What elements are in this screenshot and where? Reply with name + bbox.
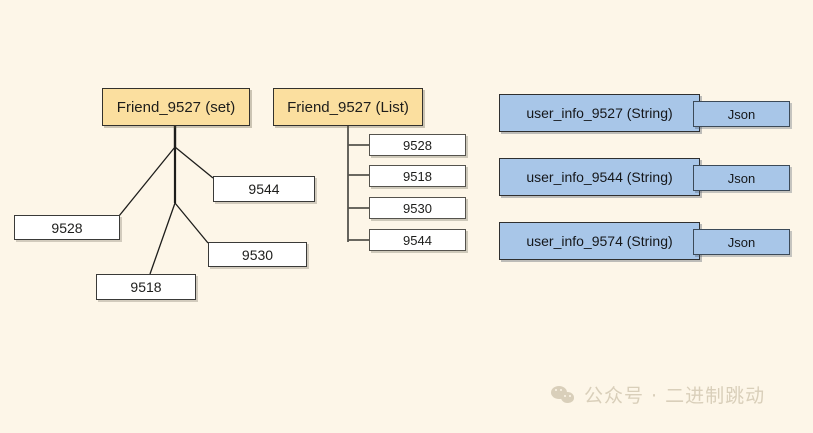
edge-set-to-9528	[118, 146, 176, 217]
edge-set-to-9518	[149, 202, 176, 275]
set-member-9530[interactable]: 9530	[208, 242, 307, 267]
watermark-text: 公众号 · 二进制跳动	[584, 385, 766, 407]
set-member-9528[interactable]: 9528	[14, 215, 120, 240]
set-member-9518[interactable]: 9518	[96, 274, 196, 300]
list-node-header[interactable]: Friend_9527 (List)	[273, 88, 423, 126]
wechat-icon	[551, 385, 575, 405]
string-key-box-2[interactable]: user_info_9544 (String)	[499, 158, 700, 196]
set-node-header[interactable]: Friend_9527 (set)	[102, 88, 250, 126]
edge-set-to-9530	[174, 202, 209, 244]
watermark: 公众号 · 二进制跳动	[551, 381, 765, 408]
set-member-9544[interactable]: 9544	[213, 176, 315, 202]
edge-set-to-9544	[174, 146, 214, 179]
list-item-3[interactable]: 9530	[369, 197, 466, 219]
string-value-box-1[interactable]: Json	[693, 101, 790, 127]
list-item-1[interactable]: 9528	[369, 134, 466, 156]
string-value-box-2[interactable]: Json	[693, 165, 790, 191]
list-item-2[interactable]: 9518	[369, 165, 466, 187]
list-item-4[interactable]: 9544	[369, 229, 466, 251]
string-value-box-3[interactable]: Json	[693, 229, 790, 255]
string-key-box-1[interactable]: user_info_9527 (String)	[499, 94, 700, 132]
string-key-box-3[interactable]: user_info_9574 (String)	[499, 222, 700, 260]
